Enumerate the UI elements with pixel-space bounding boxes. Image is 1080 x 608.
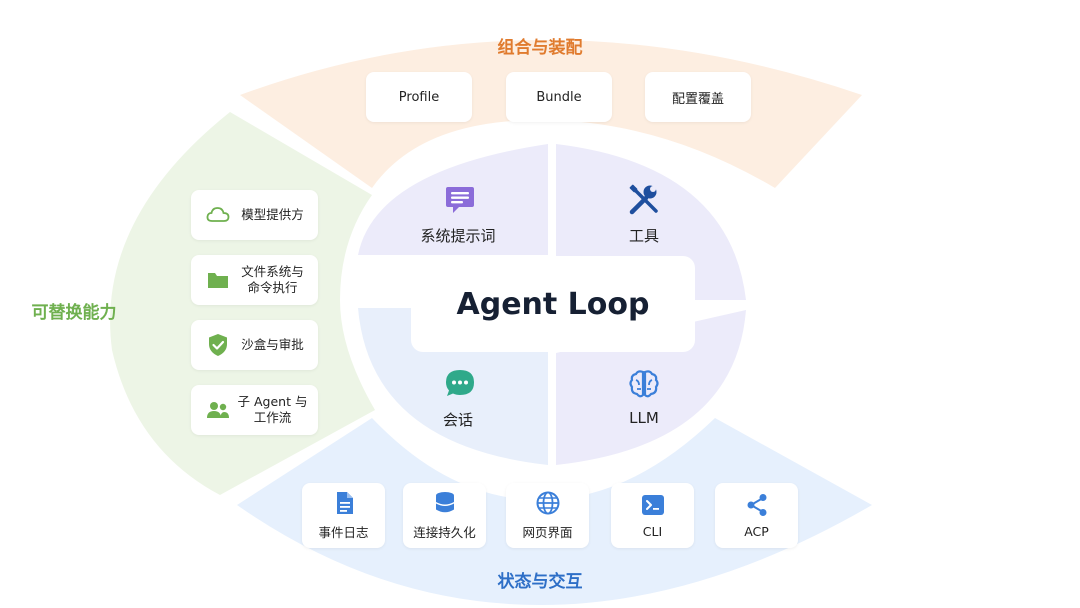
chip-label: 沙盒与审批 xyxy=(241,337,304,352)
chip-label: CLI xyxy=(642,524,663,539)
chip-web-ui: 网页界面 xyxy=(506,483,589,548)
database-icon xyxy=(435,492,454,513)
agent-loop-center: Agent Loop xyxy=(411,256,695,352)
chip-config-override: 配置覆盖 xyxy=(645,72,751,122)
section-title-left: 可替换能力 xyxy=(31,303,117,323)
quadrant-label-session: 会话 xyxy=(442,411,473,429)
terminal-icon xyxy=(641,495,664,515)
chip-model-provider: 模型提供方 xyxy=(191,190,318,240)
cloud-icon xyxy=(206,207,230,222)
chip-connection-persistence: 连接持久化 xyxy=(403,483,486,548)
chip-acp: ACP xyxy=(715,483,798,548)
chip-event-log: 事件日志 xyxy=(302,483,385,548)
section-title-bottom: 状态与交互 xyxy=(497,572,583,592)
chip-label: 连接持久化 xyxy=(413,525,476,540)
quadrant-label-llm: LLM xyxy=(629,409,659,427)
chip-label: 文件系统与 命令执行 xyxy=(241,264,304,295)
chip-subagent-workflow: 子 Agent 与 工作流 xyxy=(191,385,318,435)
share-icon xyxy=(747,494,766,516)
chip-label: 模型提供方 xyxy=(241,207,304,222)
document-icon xyxy=(336,492,353,514)
chip-label: 事件日志 xyxy=(318,525,369,540)
chip-sandbox-approval: 沙盒与审批 xyxy=(191,320,318,370)
users-icon xyxy=(207,402,229,418)
globe-icon xyxy=(536,491,559,515)
chip-bundle: Bundle xyxy=(506,72,612,122)
prompt-icon xyxy=(446,187,474,213)
tools-icon xyxy=(629,184,658,215)
quadrant-label-tools: 工具 xyxy=(628,227,659,245)
folder-icon xyxy=(208,273,228,288)
agent-loop-title: Agent Loop xyxy=(456,286,650,322)
chip-filesystem-exec: 文件系统与 命令执行 xyxy=(191,255,318,305)
chip-label: ACP xyxy=(744,524,769,539)
brain-icon xyxy=(629,370,659,398)
chip-profile: Profile xyxy=(366,72,472,122)
chat-icon xyxy=(446,370,474,396)
shield-check-icon xyxy=(209,334,227,356)
chip-label: 子 Agent 与 工作流 xyxy=(237,394,308,425)
chip-label: 网页界面 xyxy=(522,525,573,540)
chip-cli: CLI xyxy=(611,483,694,548)
section-title-top: 组合与装配 xyxy=(497,38,583,58)
quadrant-label-system-prompt: 系统提示词 xyxy=(420,227,496,245)
